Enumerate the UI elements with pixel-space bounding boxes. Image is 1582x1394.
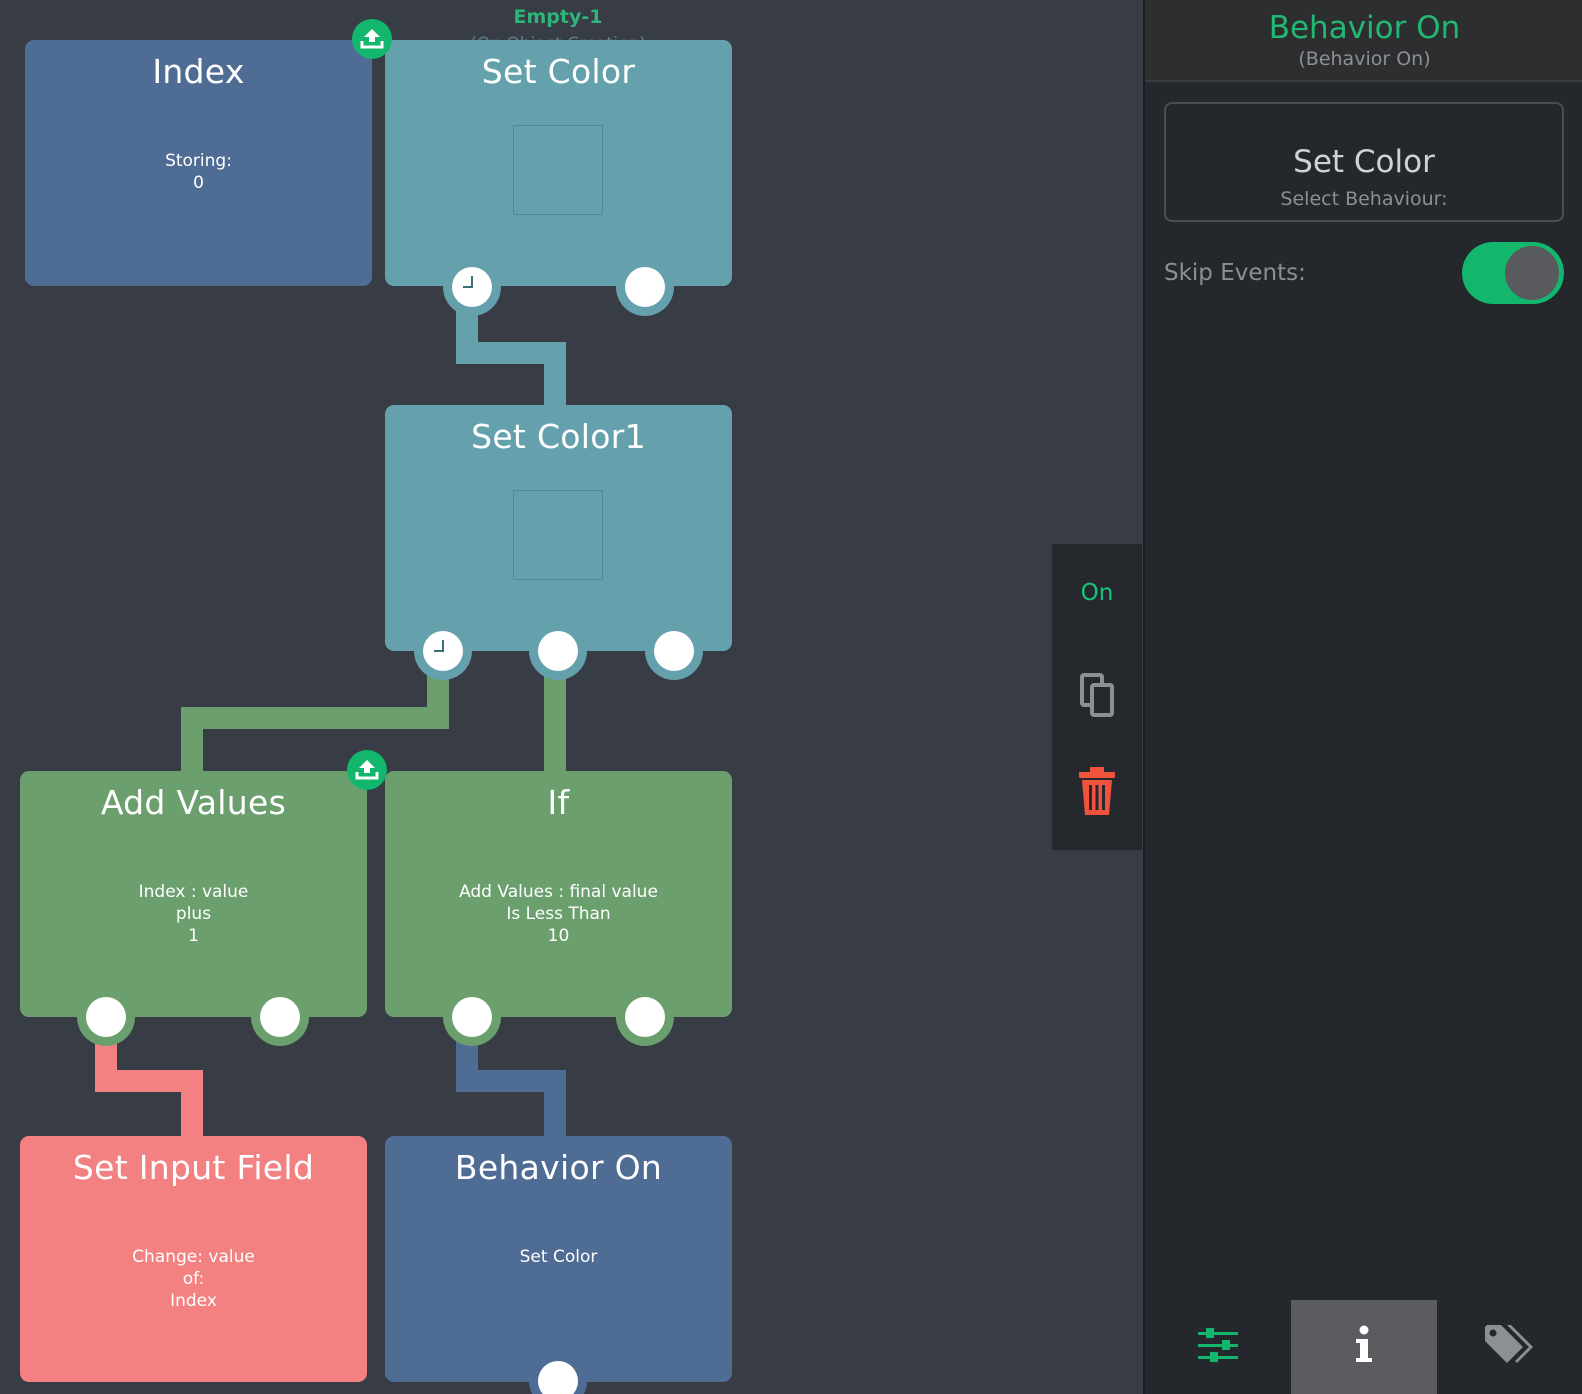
node-body-line: plus (175, 904, 212, 924)
node-body-line: 10 (547, 926, 570, 946)
state-on-button[interactable]: On (1080, 580, 1114, 606)
timer-port[interactable] (414, 622, 472, 680)
node-title: Set Color1 (471, 417, 646, 456)
skip-events-toggle[interactable] (1462, 242, 1564, 304)
output-port[interactable] (251, 988, 309, 1046)
toggle-knob (1505, 246, 1559, 300)
node-body: Storing: 0 (25, 150, 372, 194)
node-title: If (547, 783, 570, 822)
inspector-panel: Behavior On (Behavior On) Set Color Sele… (1143, 0, 1582, 1394)
output-port[interactable] (616, 988, 674, 1046)
node-body-line: Storing: (165, 151, 232, 171)
node-title: Add Values (100, 783, 287, 822)
wire-if-to-behavior-on (456, 1020, 566, 1140)
behaviour-selector[interactable]: Set Color Select Behaviour: (1164, 102, 1564, 222)
copy-icon[interactable] (1077, 670, 1117, 720)
tab-settings[interactable] (1145, 1300, 1291, 1394)
node-body-line: Index : value (138, 882, 249, 902)
node-body-line: 0 (193, 173, 204, 193)
output-port[interactable] (529, 622, 587, 680)
node-set-input-field[interactable]: Set Input Field Change: value of: Index (20, 1136, 367, 1382)
behaviour-label: Select Behaviour: (1280, 188, 1448, 210)
node-set-color1[interactable]: Set Color1 (385, 405, 732, 651)
wire-set-color1-to-add-values (181, 655, 449, 775)
node-index[interactable]: Index Storing: 0 (25, 40, 372, 286)
tab-tags[interactable] (1437, 1300, 1582, 1394)
sliders-icon (1196, 1325, 1240, 1369)
wire-add-values-to-set-input-field (95, 1020, 203, 1140)
upload-icon[interactable] (347, 750, 387, 790)
output-port[interactable] (616, 258, 674, 316)
node-title: Behavior On (454, 1148, 663, 1187)
output-port[interactable] (645, 622, 703, 680)
node-toolbar: On (1052, 544, 1142, 850)
output-port[interactable] (529, 1352, 587, 1394)
node-add-values[interactable]: Add Values Index : value plus 1 (20, 771, 367, 1017)
node-body-line: 1 (188, 926, 199, 946)
tab-info[interactable] (1291, 1300, 1437, 1394)
node-body-line: of: (182, 1269, 205, 1289)
node-set-color[interactable]: Set Color (385, 40, 732, 286)
node-body: Set Color (385, 1246, 732, 1268)
node-title: Set Color (481, 52, 636, 91)
panel-subtitle: (Behavior On) (1298, 48, 1431, 70)
color-swatch (513, 125, 603, 215)
node-title: Index (152, 52, 245, 91)
timer-port[interactable] (443, 258, 501, 316)
node-body-line: Add Values : final value (459, 882, 658, 902)
node-body-line: Set Color (519, 1247, 598, 1267)
output-port[interactable] (77, 988, 135, 1046)
node-if[interactable]: If Add Values : final value Is Less Than… (385, 771, 732, 1017)
panel-header: Behavior On (Behavior On) (1145, 0, 1582, 82)
node-body-line: Is Less Than (506, 904, 611, 924)
info-icon (1354, 1325, 1374, 1369)
upload-icon[interactable] (352, 19, 392, 59)
trash-icon[interactable] (1077, 766, 1117, 816)
node-body-line: Index (170, 1291, 217, 1311)
node-body: Add Values : final value Is Less Than 10 (385, 881, 732, 947)
node-title: Set Input Field (72, 1148, 315, 1187)
behaviour-value: Set Color (1293, 144, 1435, 180)
color-swatch (513, 490, 603, 580)
tags-icon (1483, 1323, 1537, 1371)
panel-tabs (1145, 1300, 1582, 1394)
root-name: Empty-1 (513, 6, 603, 28)
node-body: Change: value of: Index (20, 1246, 367, 1312)
graph-canvas[interactable]: Empty-1 (On Object Creation) Index Stori… (0, 0, 1143, 1394)
node-behavior-on[interactable]: Behavior On Set Color (385, 1136, 732, 1382)
skip-events-label: Skip Events: (1164, 260, 1306, 286)
wire-set-color-to-set-color1 (456, 290, 566, 410)
panel-title: Behavior On (1268, 10, 1461, 46)
node-body: Index : value plus 1 (20, 881, 367, 947)
node-body-line: Change: value (132, 1247, 255, 1267)
output-port[interactable] (443, 988, 501, 1046)
